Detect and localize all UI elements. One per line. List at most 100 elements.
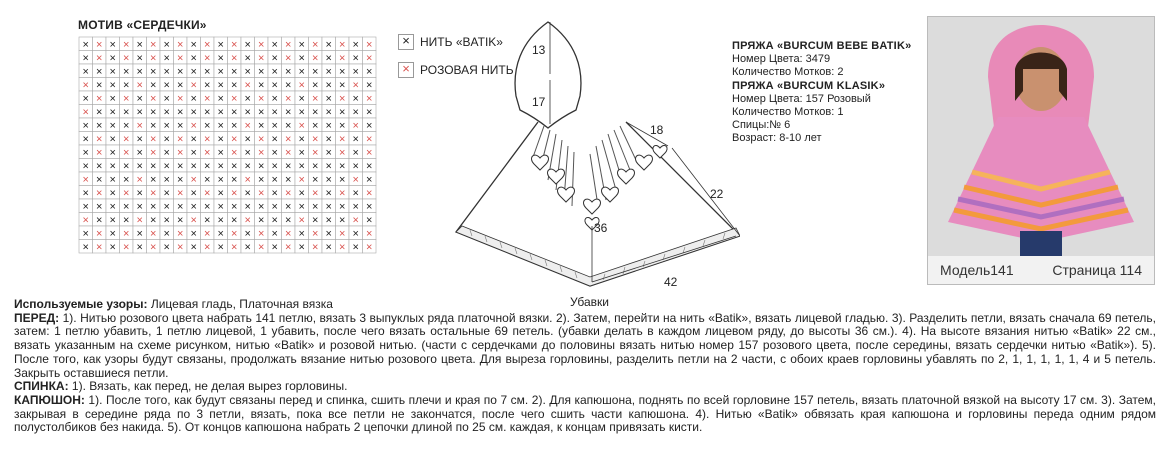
batik-stitch-mark: × bbox=[231, 201, 237, 213]
batik-stitch-mark: × bbox=[191, 106, 197, 118]
pink-stitch-mark: × bbox=[177, 133, 183, 145]
instructions: Используемые узоры: Лицевая гладь, Плато… bbox=[14, 297, 1156, 435]
batik-stitch-mark: × bbox=[326, 79, 332, 91]
batik-stitch-mark: × bbox=[366, 214, 372, 226]
batik-stitch-mark: × bbox=[285, 120, 291, 132]
front-heading: ПЕРЕД: bbox=[14, 310, 60, 325]
batik-stitch-mark: × bbox=[326, 66, 332, 78]
batik-stitch-mark: × bbox=[150, 106, 156, 118]
batik-stitch-mark: × bbox=[285, 160, 291, 172]
pink-stitch-mark: × bbox=[285, 187, 291, 199]
batik-stitch-mark: × bbox=[137, 106, 143, 118]
pink-stitch-mark: × bbox=[204, 133, 210, 145]
batik-stitch-mark: × bbox=[123, 214, 129, 226]
yarn-info: ПРЯЖА «BURCUM BEBE BATIK» Номер Цвета: 3… bbox=[732, 40, 911, 146]
pink-stitch-mark: × bbox=[312, 147, 318, 159]
pink-stitch-mark: × bbox=[123, 187, 129, 199]
pink-stitch-mark: × bbox=[96, 39, 102, 51]
batik-stitch-mark: × bbox=[110, 160, 116, 172]
batik-stitch-mark: × bbox=[258, 66, 264, 78]
batik-stitch-mark: × bbox=[353, 106, 359, 118]
batik-stitch-mark: × bbox=[137, 52, 143, 64]
batik-stitch-mark: × bbox=[218, 228, 224, 240]
pink-stitch-mark: × bbox=[312, 39, 318, 51]
batik-stitch-mark: × bbox=[366, 120, 372, 132]
batik-stitch-mark: × bbox=[218, 120, 224, 132]
batik-stitch-mark: × bbox=[272, 66, 278, 78]
batik-stitch-mark: × bbox=[191, 66, 197, 78]
pink-stitch-mark: × bbox=[299, 174, 305, 186]
poncho-schematic: 13 17 18 22 36 42 Убавки bbox=[454, 21, 740, 309]
pink-stitch-mark: × bbox=[123, 241, 129, 253]
batik-stitch-mark: × bbox=[326, 201, 332, 213]
batik-stitch-mark: × bbox=[312, 66, 318, 78]
pink-stitch-mark: × bbox=[285, 93, 291, 105]
batik-stitch-mark: × bbox=[272, 174, 278, 186]
batik-stitch-mark: × bbox=[83, 66, 89, 78]
pink-stitch-mark: × bbox=[366, 133, 372, 145]
pink-stitch-mark: × bbox=[204, 39, 210, 51]
pink-stitch-mark: × bbox=[96, 133, 102, 145]
batik-stitch-mark: × bbox=[83, 133, 89, 145]
pink-stitch-mark: × bbox=[177, 147, 183, 159]
batik-stitch-mark: × bbox=[218, 241, 224, 253]
batik-stitch-mark: × bbox=[110, 133, 116, 145]
dim-42: 42 bbox=[664, 275, 678, 289]
legend-batik-label: НИТЬ «BATIK» bbox=[420, 35, 503, 49]
pink-stitch-mark: × bbox=[339, 228, 345, 240]
batik-stitch-mark: × bbox=[218, 39, 224, 51]
pink-stitch-mark: × bbox=[312, 133, 318, 145]
batik-stitch-mark: × bbox=[83, 120, 89, 132]
pink-stitch-mark: × bbox=[353, 79, 359, 91]
batik-stitch-mark: × bbox=[123, 174, 129, 186]
batik-stitch-mark: × bbox=[137, 147, 143, 159]
motif-title: МОТИВ «СЕРДЕЧКИ» bbox=[78, 18, 207, 32]
needles: Спицы:№ 6 bbox=[732, 119, 791, 132]
batik-stitch-mark: × bbox=[83, 160, 89, 172]
batik-stitch-mark: × bbox=[312, 120, 318, 132]
pink-stitch-mark: × bbox=[339, 52, 345, 64]
batik-stitch-mark: × bbox=[164, 201, 170, 213]
batik-stitch-mark: × bbox=[110, 201, 116, 213]
batik-stitch-mark: × bbox=[326, 52, 332, 64]
batik-stitch-mark: × bbox=[204, 79, 210, 91]
pink-stitch-mark: × bbox=[339, 187, 345, 199]
pink-stitch-mark: × bbox=[245, 214, 251, 226]
pink-stitch-mark: × bbox=[123, 39, 129, 51]
batik-stitch-mark: × bbox=[353, 52, 359, 64]
batik-stitch-mark: × bbox=[110, 214, 116, 226]
batik-stitch-mark: × bbox=[299, 147, 305, 159]
batik-stitch-mark: × bbox=[164, 120, 170, 132]
batik-stitch-mark: × bbox=[339, 160, 345, 172]
pink-stitch-mark: × bbox=[312, 228, 318, 240]
front-text: 1). Нитью розового цвета набрать 141 пет… bbox=[14, 310, 1156, 380]
pink-stitch-mark: × bbox=[312, 52, 318, 64]
batik-stitch-mark: × bbox=[353, 228, 359, 240]
batik-stitch-mark: × bbox=[110, 66, 116, 78]
batik-stitch-mark: × bbox=[164, 79, 170, 91]
batik-stitch-mark: × bbox=[353, 201, 359, 213]
batik-stitch-mark: × bbox=[272, 241, 278, 253]
pink-stitch-mark: × bbox=[231, 39, 237, 51]
batik-stitch-mark: × bbox=[312, 174, 318, 186]
batik-stitch-mark: × bbox=[353, 93, 359, 105]
batik-stitch-mark: × bbox=[272, 160, 278, 172]
batik-stitch-mark: × bbox=[177, 79, 183, 91]
batik-stitch-mark: × bbox=[177, 214, 183, 226]
batik-stitch-mark: × bbox=[177, 174, 183, 186]
batik-stitch-mark: × bbox=[83, 187, 89, 199]
pink-stitch-mark: × bbox=[366, 52, 372, 64]
garter-border bbox=[455, 225, 740, 287]
batik-stitch-mark: × bbox=[137, 187, 143, 199]
batik-stitch-mark: × bbox=[191, 201, 197, 213]
batik-stitch-mark: × bbox=[353, 133, 359, 145]
pink-stitch-mark: × bbox=[231, 133, 237, 145]
batik-stitch-mark: × bbox=[299, 187, 305, 199]
batik-stitch-mark: × bbox=[123, 160, 129, 172]
batik-stitch-mark: × bbox=[272, 52, 278, 64]
batik-stitch-mark: × bbox=[326, 106, 332, 118]
patterns-para: Используемые узоры: Лицевая гладь, Плато… bbox=[14, 297, 1156, 312]
batik-stitch-mark: × bbox=[164, 147, 170, 159]
pink-stitch-mark: × bbox=[191, 174, 197, 186]
pink-stitch-mark: × bbox=[231, 228, 237, 240]
